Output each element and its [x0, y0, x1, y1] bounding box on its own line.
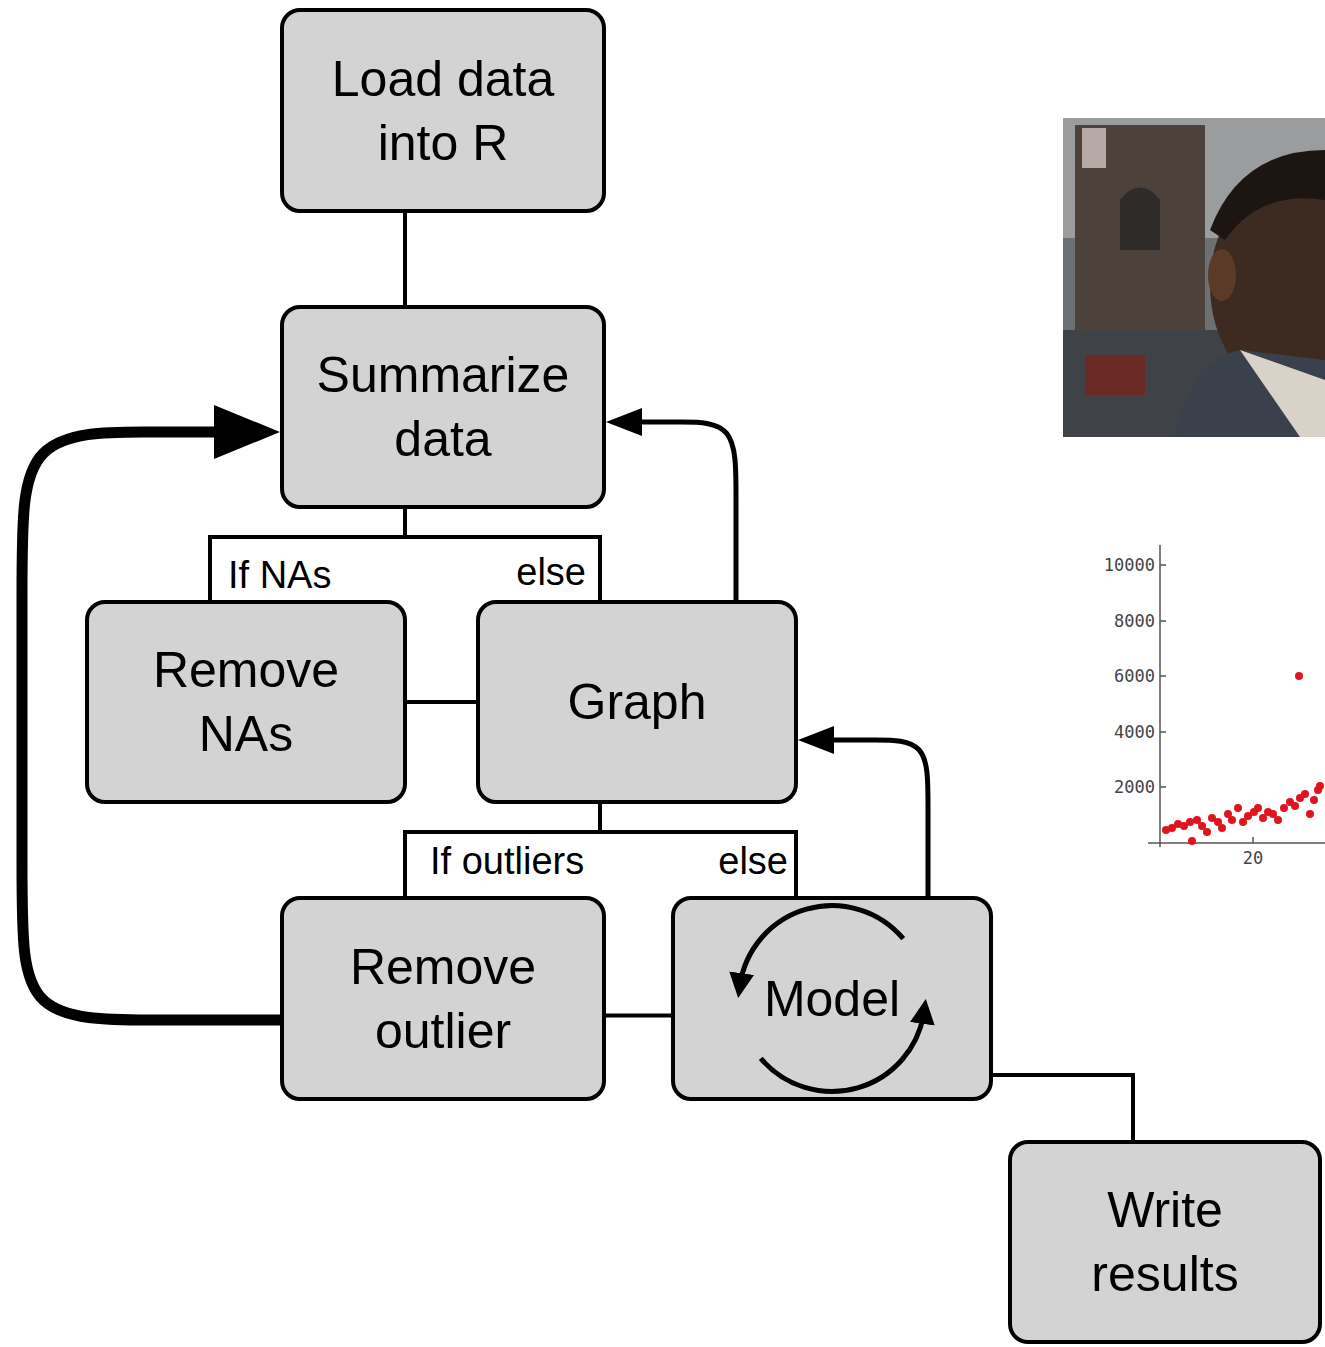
data-points: [1162, 672, 1324, 845]
axis-tick-label: 6000: [1114, 667, 1155, 686]
connector-line: [606, 1014, 671, 1018]
axis-tick-label: 20: [1243, 849, 1263, 868]
edge-label: If NAs: [226, 555, 333, 597]
connector-line: [407, 700, 476, 704]
photo: [1063, 118, 1325, 437]
photo-jacket: [1175, 350, 1325, 437]
x-axis: [1148, 842, 1325, 844]
box-text: Load data into R: [297, 47, 589, 175]
connector: [210, 509, 405, 600]
photo-sign: [1082, 128, 1106, 168]
process-box: Model: [671, 896, 993, 1101]
axis-ticks: [1160, 565, 1253, 843]
connector-line: [993, 1075, 1133, 1140]
photo-collar: [1240, 350, 1325, 437]
axis-tick-label: 4000: [1114, 723, 1155, 742]
box-text: Summarize data: [297, 343, 589, 471]
axis-tick-label: 10000: [1104, 556, 1155, 575]
connector-line: [405, 509, 600, 600]
connector-line: [405, 804, 600, 896]
edge-label: else: [514, 552, 588, 594]
connector-line: [631, 422, 736, 600]
process-box: Graph: [476, 600, 798, 804]
connector: [600, 804, 796, 896]
box-text: Model: [764, 967, 900, 1031]
photo-window: [1120, 188, 1160, 251]
axis-tick-label: 8000: [1114, 612, 1155, 631]
edge-label: If outliers: [428, 841, 586, 883]
connector-line: [210, 509, 405, 600]
connector: [606, 1015, 671, 1016]
connector: [405, 509, 600, 600]
box-text: Graph: [568, 670, 707, 734]
box-text: Remove NAs: [119, 638, 374, 766]
edge-label: else: [716, 841, 790, 883]
connector: [606, 408, 736, 600]
connector: [405, 213, 406, 305]
process-box: Remove outlier: [280, 896, 606, 1101]
arrow-head: [798, 726, 834, 754]
arrow-head: [214, 405, 280, 459]
process-box: Load data into R: [280, 8, 606, 213]
arrow-head: [606, 408, 642, 436]
photo-hair: [1210, 150, 1325, 240]
connector: [993, 1075, 1133, 1140]
connector-line: [600, 804, 796, 896]
box-text: Write results: [1038, 1178, 1293, 1306]
scatter-plot: [1148, 545, 1325, 847]
connector-line: [403, 213, 407, 305]
process-box: Summarize data: [280, 305, 606, 509]
process-box: Remove NAs: [85, 600, 407, 804]
photo-car: [1085, 355, 1145, 395]
photo-ear: [1208, 249, 1236, 301]
axis-tick-label: 2000: [1114, 778, 1155, 797]
connector: [407, 702, 476, 703]
y-axis: [1159, 545, 1161, 847]
process-box: Write results: [1008, 1140, 1322, 1344]
connector: [798, 726, 928, 896]
box-text: Remove outlier: [297, 935, 589, 1063]
connector: [405, 804, 600, 896]
connector-line: [823, 740, 928, 896]
